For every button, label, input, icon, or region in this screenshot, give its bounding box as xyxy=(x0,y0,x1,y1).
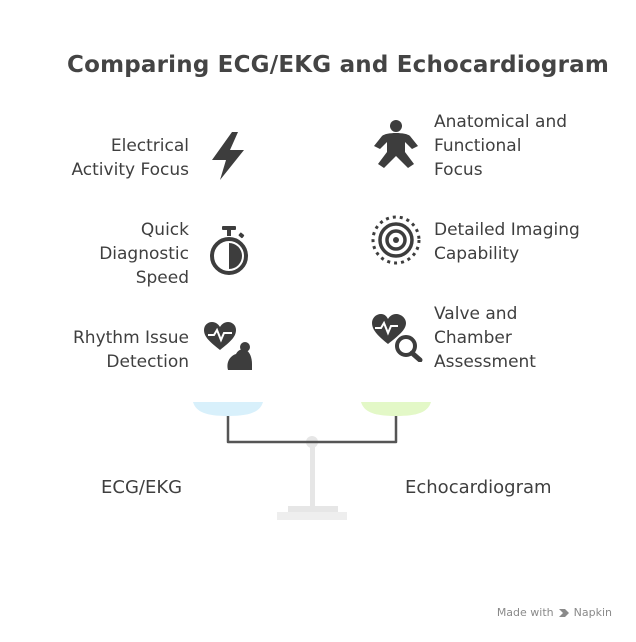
right-item-anatomical: Anatomical and Functional Focus xyxy=(434,112,568,180)
right-item-valve: Valve and Chamber Assessment xyxy=(434,304,536,372)
heart-search-icon xyxy=(372,314,423,362)
scale-stand xyxy=(310,442,315,506)
page-title: Comparing ECG/EKG and Echocardiogram xyxy=(66,52,610,78)
left-item-speed: Quick Diagnostic Speed xyxy=(99,220,189,288)
target-icon xyxy=(371,215,421,265)
napkin-brand-text: Napkin xyxy=(573,606,612,619)
lightning-icon xyxy=(212,132,244,180)
stopwatch-icon xyxy=(210,226,248,275)
right-pan xyxy=(361,402,431,416)
scale-base-top xyxy=(288,506,338,512)
right-side-label: Echocardiogram xyxy=(405,477,552,498)
left-pan xyxy=(193,402,263,416)
left-item-rhythm: Rhythm Issue Detection xyxy=(72,328,189,372)
heart-arm-icon xyxy=(204,322,252,370)
left-side-label: ECG/EKG xyxy=(101,477,183,498)
human-figure-icon xyxy=(374,120,418,168)
made-with-text: Made with xyxy=(496,606,554,619)
left-item-electrical: Electrical Activity Focus xyxy=(71,136,189,180)
scale-base xyxy=(277,512,347,520)
scale-beam xyxy=(226,416,398,444)
napkin-logo-icon xyxy=(558,608,569,617)
right-item-imaging: Detailed Imaging Capability xyxy=(434,220,580,264)
footer: Made with Napkin xyxy=(497,606,612,619)
balance-scale xyxy=(193,402,431,520)
